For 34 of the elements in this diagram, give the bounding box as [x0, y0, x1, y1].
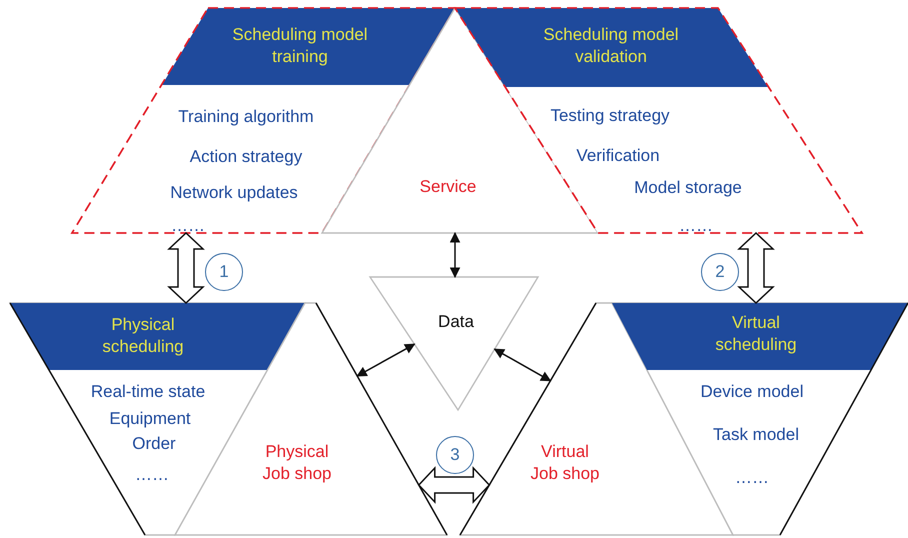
double-arrow	[450, 232, 460, 278]
list-item: Training algorithm	[178, 106, 314, 128]
list-item: Testing strategy	[550, 105, 670, 127]
list-item: ……	[171, 215, 205, 237]
hollow-double-arrow	[167, 232, 205, 304]
list-item: ……	[735, 467, 769, 489]
list-item: Action strategy	[190, 146, 302, 168]
hollow-double-arrow	[737, 232, 775, 304]
list-item: Device model	[700, 381, 804, 403]
panel-label: Physical Job shop	[262, 441, 332, 485]
panel-heading: Scheduling model validation	[542, 24, 680, 68]
panel-label: Data	[438, 311, 474, 333]
double-arrow	[494, 348, 552, 382]
callout-number: 1	[205, 253, 243, 291]
list-item: Verification	[576, 145, 660, 167]
panel-heading: Scheduling model training	[231, 24, 369, 68]
double-arrow	[356, 344, 416, 377]
triangle-panel	[370, 277, 538, 410]
list-item: Network updates	[170, 182, 298, 204]
list-item: ……	[679, 215, 713, 237]
panel-label: Virtual Job shop	[530, 441, 600, 485]
list-item: Real-time state	[90, 381, 206, 403]
trapezoid-panel	[612, 303, 908, 535]
panel-heading: Virtual scheduling	[714, 312, 798, 356]
callout-number: 3	[436, 436, 474, 474]
panel-heading: Physical scheduling	[101, 314, 185, 358]
list-item: Equipment	[109, 408, 191, 430]
list-item: Order	[132, 433, 176, 455]
list-item: ……	[135, 464, 169, 486]
hollow-double-arrow	[418, 466, 490, 504]
list-item: Task model	[713, 424, 799, 446]
callout-number: 2	[701, 253, 739, 291]
list-item: Model storage	[634, 177, 742, 199]
panel-label: Service	[420, 176, 476, 198]
